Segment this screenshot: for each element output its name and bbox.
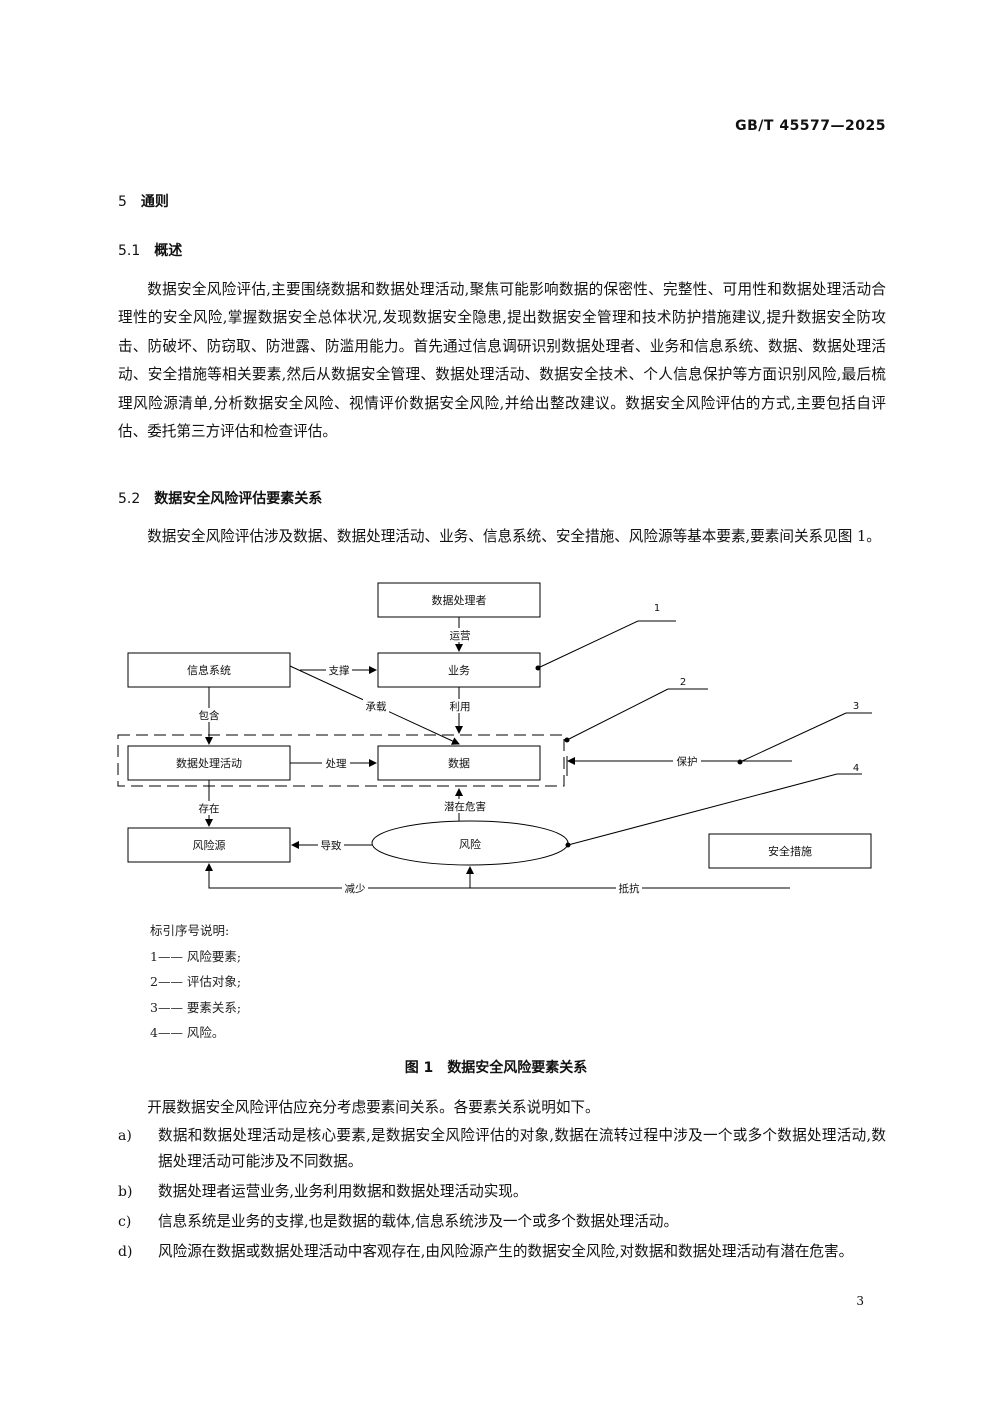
list-marker: a) bbox=[118, 1128, 132, 1144]
figure-title: 数据安全风险要素关系 bbox=[447, 1060, 588, 1076]
list-marker: b) bbox=[118, 1184, 133, 1200]
edge-resist: 抵抗 bbox=[619, 882, 640, 895]
edge-potential-harm: 潜在危害 bbox=[444, 800, 486, 813]
section-5-heading: 5 通则 bbox=[118, 191, 169, 211]
list-item: c) 信息系统是业务的支撑,也是数据的载体,信息系统涉及一个或多个数据处理活动。 bbox=[118, 1209, 886, 1235]
edge-exist: 存在 bbox=[199, 802, 220, 815]
dashed-object-frame bbox=[117, 734, 565, 787]
section-title: 通则 bbox=[140, 194, 169, 210]
edge-operate: 运营 bbox=[450, 629, 471, 642]
paragraph-text: 数据安全风险评估涉及数据、数据处理活动、业务、信息系统、安全措施、风险源等基本要… bbox=[147, 528, 881, 545]
paragraph-text: 数据安全风险评估,主要围绕数据和数据处理活动,聚焦可能影响数据的保密性、完整性、… bbox=[118, 281, 886, 441]
box-measures bbox=[708, 833, 872, 869]
callout-3: 3 bbox=[853, 701, 859, 712]
edge-reduce: 减少 bbox=[345, 883, 366, 895]
edge-protect: 保护 bbox=[677, 755, 698, 768]
callout-4: 4 bbox=[853, 763, 859, 774]
list-text: 信息系统是业务的支撑,也是数据的载体,信息系统涉及一个或多个数据处理活动。 bbox=[158, 1213, 679, 1230]
list-item: a) 数据和数据处理活动是核心要素,是数据安全风险评估的对象,数据在流转过程中涉… bbox=[118, 1123, 886, 1175]
overview-paragraph: 数据安全风险评估,主要围绕数据和数据处理活动,聚焦可能影响数据的保密性、完整性、… bbox=[118, 276, 886, 446]
label-risk-source: 风险源 bbox=[193, 838, 226, 852]
list-text: 风险源在数据或数据处理活动中客观存在,由风险源产生的数据安全风险,对数据和数据处… bbox=[158, 1243, 854, 1260]
figure-caption: 图 1 数据安全风险要素关系 bbox=[0, 1057, 992, 1077]
section-number: 5.2 bbox=[118, 491, 141, 507]
list-text: 数据和数据处理活动是核心要素,是数据安全风险评估的对象,数据在流转过程中涉及一个… bbox=[158, 1127, 886, 1170]
label-info-system: 信息系统 bbox=[187, 663, 231, 677]
standard-number: GB/T 45577—2025 bbox=[735, 118, 886, 134]
explanation-intro: 开展数据安全风险评估应充分考虑要素间关系。各要素关系说明如下。 bbox=[147, 1099, 600, 1116]
edge-cause: 导致 bbox=[321, 839, 342, 852]
label-processor: 数据处理者 bbox=[432, 593, 487, 607]
list-marker: c) bbox=[118, 1214, 132, 1230]
callout-1: 1 bbox=[654, 603, 660, 614]
section-number: 5 bbox=[118, 194, 127, 210]
box-risk-source bbox=[127, 827, 291, 863]
element-relation-paragraph: 数据安全风险评估涉及数据、数据处理活动、业务、信息系统、安全措施、风险源等基本要… bbox=[118, 523, 886, 551]
label-data: 数据 bbox=[448, 756, 470, 770]
list-text: 数据处理者运营业务,业务利用数据和数据处理活动实现。 bbox=[158, 1183, 528, 1200]
list-item: b) 数据处理者运营业务,业务利用数据和数据处理活动实现。 bbox=[118, 1179, 886, 1205]
label-activity: 数据处理活动 bbox=[176, 756, 242, 770]
legend-item: 2—— 评估对象; bbox=[150, 974, 242, 989]
figure-legend: 标引序号说明: 1—— 风险要素; 2—— 评估对象; 3—— 要素关系; 4—… bbox=[150, 918, 241, 1046]
legend-item: 4—— 风险。 bbox=[150, 1025, 225, 1040]
label-business: 业务 bbox=[448, 664, 470, 677]
section-number: 5.1 bbox=[118, 243, 141, 259]
relation-explanation: 开展数据安全风险评估应充分考虑要素间关系。各要素关系说明如下。 a) 数据和数据… bbox=[118, 1095, 886, 1269]
page-number: 3 bbox=[856, 1294, 864, 1308]
callout-2: 2 bbox=[680, 677, 686, 688]
section-5-1-heading: 5.1 概述 bbox=[118, 240, 182, 260]
box-data bbox=[377, 745, 541, 781]
figure-number: 图 1 bbox=[404, 1060, 434, 1076]
section-title: 概述 bbox=[154, 243, 183, 259]
edge-use: 利用 bbox=[450, 701, 471, 713]
legend-item: 1—— 风险要素; bbox=[150, 948, 242, 964]
legend-item: 3—— 要素关系; bbox=[150, 999, 242, 1015]
section-5-2-heading: 5.2 数据安全风险评估要素关系 bbox=[118, 488, 322, 508]
edge-process: 处理 bbox=[326, 758, 347, 770]
list-marker: d) bbox=[118, 1244, 133, 1260]
list-item: d) 风险源在数据或数据处理活动中客观存在,由风险源产生的数据安全风险,对数据和… bbox=[118, 1239, 886, 1265]
label-measures: 安全措施 bbox=[768, 844, 812, 858]
label-risk: 风险 bbox=[459, 837, 481, 851]
section-title: 数据安全风险评估要素关系 bbox=[154, 491, 323, 507]
edge-contain: 包含 bbox=[199, 709, 220, 722]
legend-title: 标引序号说明: bbox=[150, 923, 230, 938]
edge-carry: 承载 bbox=[366, 701, 387, 713]
edge-support: 支撑 bbox=[329, 664, 350, 677]
